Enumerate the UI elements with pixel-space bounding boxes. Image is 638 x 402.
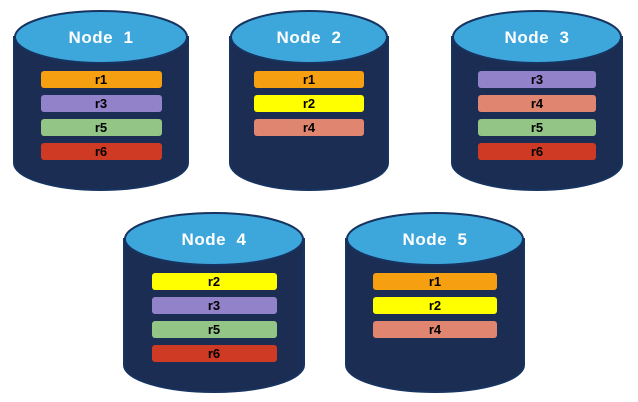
replica-bar[interactable]: r3 xyxy=(151,297,277,314)
replica-bar[interactable]: r6 xyxy=(151,345,277,362)
cylinder-top-ellipse xyxy=(14,10,188,64)
replica-stack-5: r1 r2 r4 xyxy=(344,273,526,345)
replica-bar[interactable]: r1 xyxy=(254,71,364,88)
replica-bar[interactable]: r4 xyxy=(254,119,364,136)
replica-bar[interactable]: r6 xyxy=(40,143,162,160)
replica-bar[interactable]: r5 xyxy=(40,119,162,136)
cylinder-top-ellipse xyxy=(452,10,622,64)
replica-stack-3: r3 r4 r5 r6 xyxy=(450,71,624,167)
replica-stack-1: r1 r3 r5 r6 xyxy=(12,71,190,167)
replica-bar[interactable]: r4 xyxy=(373,321,497,338)
replica-bar[interactable]: r1 xyxy=(373,273,497,290)
replica-bar[interactable]: r1 xyxy=(40,71,162,88)
replica-bar[interactable]: r6 xyxy=(478,143,596,160)
replica-bar[interactable]: r2 xyxy=(373,297,497,314)
replica-bar[interactable]: r4 xyxy=(478,95,596,112)
replica-stack-4: r2 r3 r5 r6 xyxy=(122,273,306,369)
replica-bar[interactable]: r5 xyxy=(478,119,596,136)
replica-bar[interactable]: r2 xyxy=(254,95,364,112)
cylinder-top-ellipse xyxy=(230,10,388,64)
cylinder-top-ellipse xyxy=(124,212,304,266)
replica-bar[interactable]: r3 xyxy=(40,95,162,112)
replica-stack-2: r1 r2 r4 xyxy=(228,71,390,143)
cylinder-top-ellipse xyxy=(346,212,524,266)
replica-bar[interactable]: r5 xyxy=(151,321,277,338)
replica-bar[interactable]: r3 xyxy=(478,71,596,88)
replica-bar[interactable]: r2 xyxy=(151,273,277,290)
